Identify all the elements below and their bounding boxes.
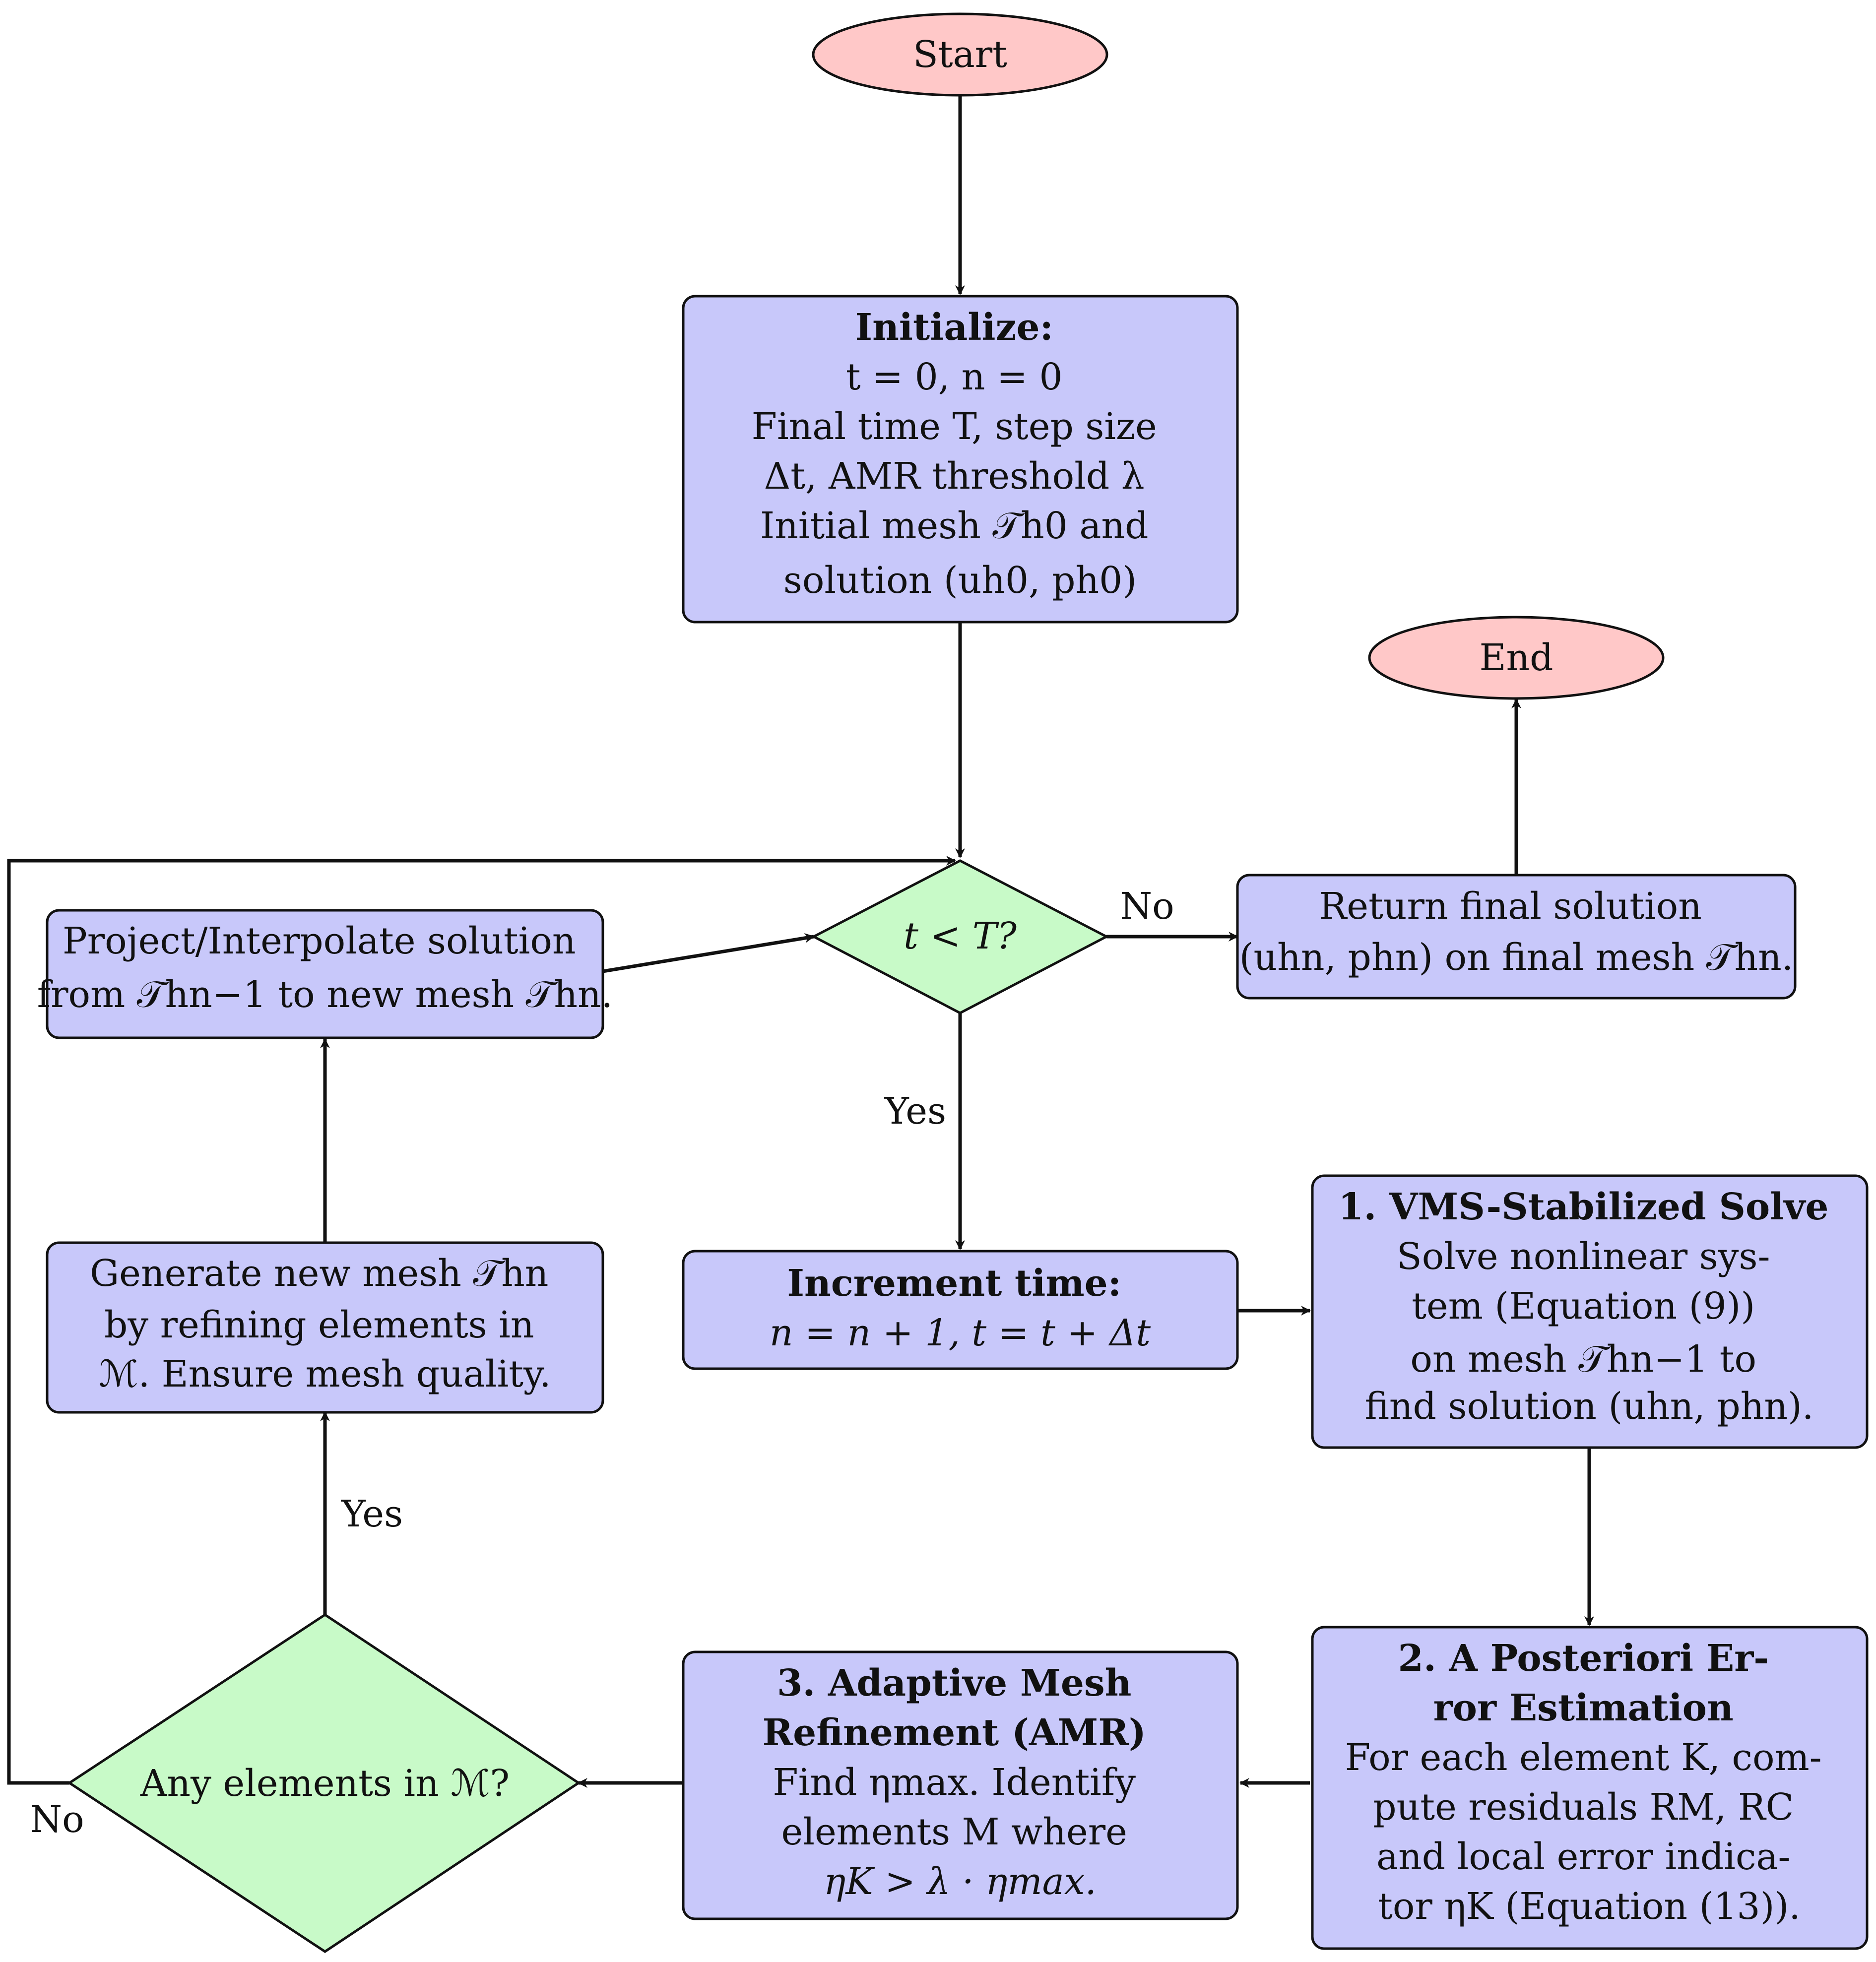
initialize-line-3: Δt, AMR threshold λ — [764, 455, 1145, 498]
project-line-1: Project/Interpolate solution — [63, 920, 576, 962]
project-line-2: from 𝒯hn−1 to new mesh 𝒯hn. — [37, 973, 613, 1016]
generate-line-1: Generate new mesh 𝒯hn — [90, 1252, 548, 1295]
edge-project-to-decision — [602, 933, 815, 973]
start-label: Start — [913, 33, 1007, 76]
edge-label-no-right: No — [1120, 885, 1174, 928]
generate-box — [46, 1241, 604, 1414]
edge-labels: No Yes Yes No — [30, 885, 1174, 1841]
increment-node: Increment time: n = n + 1, t = t + Δt — [682, 1250, 1239, 1370]
error-estimation-line-2: pute residuals RM, RC — [1373, 1786, 1794, 1829]
solve-node: 1. VMS-Stabilized Solve Solve nonlinear … — [1311, 1174, 1869, 1449]
increment-box — [682, 1250, 1239, 1370]
decision-time-node: t < T? — [811, 859, 1109, 1014]
generate-text: Generate new mesh 𝒯hn by refining elemen… — [90, 1252, 560, 1395]
decision-time-label: t < T? — [904, 915, 1017, 957]
initialize-line-2: Final time T, step size — [752, 405, 1157, 448]
error-estimation-title-1: 2. A Posteriori Er- — [1398, 1637, 1769, 1680]
end-label: End — [1479, 636, 1553, 679]
amr-text: 3. Adaptive Mesh Refinement (AMR) Find η… — [763, 1662, 1158, 1903]
return-solution-line-1: Return final solution — [1319, 885, 1702, 928]
initialize-text: Initialize: t = 0, n = 0 Final time T, s… — [752, 306, 1169, 602]
error-estimation-line-3: and local error indica- — [1376, 1835, 1791, 1878]
initialize-box — [682, 295, 1239, 624]
solve-title: 1. VMS-Stabilized Solve — [1338, 1186, 1828, 1228]
edges — [7, 95, 1594, 1788]
edge-label-yes-up: Yes — [341, 1493, 403, 1535]
amr-title-1: 3. Adaptive Mesh — [777, 1662, 1131, 1705]
increment-line-1: n = n + 1, t = t + Δt — [770, 1312, 1151, 1354]
solve-line-2: tem (Equation (9)) — [1412, 1285, 1755, 1328]
amr-box — [682, 1650, 1239, 1920]
initialize-title: Initialize: — [855, 306, 1053, 349]
decision-elements-diamond — [67, 1613, 581, 1953]
decision-elements-node: Any elements in ℳ? — [67, 1613, 581, 1953]
start-terminal-shape — [812, 12, 1108, 97]
end-terminal-shape — [1368, 616, 1665, 700]
initialize-line-5: solution (uh0, ph0) — [783, 559, 1137, 602]
generate-node: Generate new mesh 𝒯hn by refining elemen… — [46, 1241, 604, 1414]
start-node: Start — [812, 12, 1108, 97]
solve-line-1: Solve nonlinear sys- — [1397, 1235, 1770, 1278]
amr-title-2: Refinement (AMR) — [763, 1711, 1146, 1754]
initialize-line-1: t = 0, n = 0 — [846, 356, 1063, 398]
edge-label-no-left: No — [30, 1798, 84, 1841]
project-box — [46, 909, 604, 1039]
solve-line-3: on mesh 𝒯hn−1 to — [1410, 1338, 1756, 1381]
solve-text: 1. VMS-Stabilized Solve Solve nonlinear … — [1338, 1186, 1840, 1428]
decision-time-diamond — [811, 859, 1109, 1014]
project-text: Project/Interpolate solution from 𝒯hn−1 … — [37, 920, 613, 1016]
solve-box — [1311, 1174, 1869, 1449]
increment-text: Increment time: n = n + 1, t = t + Δt — [770, 1262, 1151, 1354]
return-solution-box — [1236, 874, 1797, 1000]
initialize-node: Initialize: t = 0, n = 0 Final time T, s… — [682, 295, 1239, 624]
error-estimation-line-1: For each element K, com- — [1345, 1736, 1822, 1779]
error-estimation-line-4: tor ηK (Equation (13)). — [1378, 1885, 1801, 1928]
amr-line-1: Find ηmax. Identify — [773, 1761, 1136, 1804]
generate-line-3: ℳ. Ensure mesh quality. — [99, 1353, 551, 1395]
error-estimation-box — [1311, 1626, 1869, 1950]
edge-label-yes-down: Yes — [884, 1090, 946, 1133]
amr-line-2: elements M where — [781, 1811, 1127, 1853]
amr-node: 3. Adaptive Mesh Refinement (AMR) Find η… — [682, 1650, 1239, 1920]
generate-line-2: by refining elements in — [104, 1304, 534, 1346]
project-node: Project/Interpolate solution from 𝒯hn−1 … — [37, 909, 613, 1039]
error-estimation-node: 2. A Posteriori Er- ror Estimation For e… — [1311, 1626, 1869, 1950]
increment-title: Increment time: — [787, 1262, 1121, 1305]
error-estimation-title-2: ror Estimation — [1433, 1687, 1734, 1729]
edge-elements-decision-loop-back — [7, 856, 956, 1785]
end-node: End — [1368, 616, 1665, 700]
error-estimation-text: 2. A Posteriori Er- ror Estimation For e… — [1345, 1637, 1833, 1928]
decision-elements-label: Any elements in ℳ? — [140, 1762, 510, 1805]
initialize-line-4: Initial mesh 𝒯h0 and — [760, 505, 1148, 547]
return-solution-line-2: (uhn, phn) on final mesh 𝒯hn. — [1239, 936, 1794, 979]
amr-line-3: ηK > λ · ηmax. — [824, 1860, 1097, 1903]
return-solution-node: Return final solution (uhn, phn) on fina… — [1236, 874, 1797, 1000]
return-solution-text: Return final solution (uhn, phn) on fina… — [1239, 885, 1794, 979]
solve-line-4: find solution (uhn, phn). — [1365, 1385, 1814, 1428]
